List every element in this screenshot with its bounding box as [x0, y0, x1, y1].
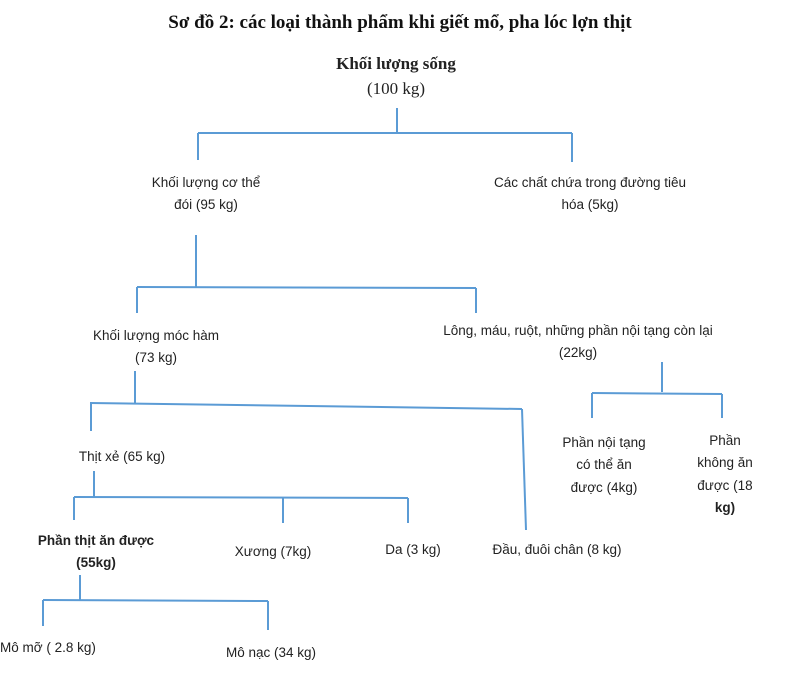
node-edible-meat: Phần thịt ăn được (55kg) — [38, 530, 154, 575]
body-weight-line2: đói (95 kg) — [174, 197, 238, 213]
edible-meat-line2: (55kg) — [76, 555, 116, 571]
hook-weight-line1: Khối lượng móc hàm — [93, 328, 219, 343]
connectors-hook — [89, 371, 527, 531]
carcass-label: Thịt xẻ (65 kg) — [78, 449, 166, 464]
digestive-line1: Các chất chứa trong đường tiêu — [493, 175, 687, 190]
node-hook-weight: Khối lượng móc hàm (73 kg) — [93, 325, 219, 370]
connectors-carcass — [73, 471, 409, 523]
hook-weight-line2: (73 kg) — [134, 350, 178, 366]
byproducts-line2: (22kg) — [558, 345, 598, 361]
line-byproducts-bar — [591, 392, 723, 395]
line-hook-bar — [89, 402, 523, 410]
body-weight-line1: Khối lượng cơ thể — [151, 175, 261, 190]
connectors-byproducts — [591, 362, 723, 418]
edible-organs-line3: được (4kg) — [570, 479, 638, 495]
bone-label: Xương (7kg) — [234, 544, 312, 559]
connectors-root — [197, 108, 573, 162]
inedible-organs-line4: kg) — [714, 499, 736, 515]
skin-label: Da (3 kg) — [385, 542, 441, 557]
edible-organs-line1: Phần nội tạng — [562, 435, 646, 450]
head-tail-feet-label: Đầu, đuôi chân (8 kg) — [492, 542, 622, 557]
node-fat-tissue: Mô mỡ ( 2.8 kg) — [0, 637, 96, 659]
line-edible-meat-bar — [42, 599, 269, 602]
edible-meat-line1: Phần thịt ăn được — [37, 533, 155, 548]
node-byproducts: Lông, máu, ruột, những phần nội tạng còn… — [443, 320, 712, 365]
inedible-organs-line2: không ăn — [697, 455, 753, 471]
lean-tissue-label: Mô nạc (34 kg) — [225, 645, 317, 660]
inedible-organs-line3: được (18 — [697, 477, 753, 493]
node-inedible-organs: Phần không ăn được (18 kg) — [697, 430, 753, 519]
line-carcass-bar — [73, 496, 409, 499]
connectors-edible-meat — [42, 575, 269, 630]
node-carcass: Thịt xẻ (65 kg) — [79, 446, 165, 468]
byproducts-line1: Lông, máu, ruột, những phần nội tạng còn… — [443, 323, 713, 338]
node-bone: Xương (7kg) — [235, 541, 311, 563]
node-lean-tissue: Mô nạc (34 kg) — [226, 642, 316, 664]
node-body-weight: Khối lượng cơ thể đói (95 kg) — [152, 172, 261, 217]
live-weight-label: Khối lượng sống — [336, 54, 456, 73]
node-head-tail-feet: Đầu, đuôi chân (8 kg) — [492, 539, 621, 561]
node-skin: Da (3 kg) — [385, 539, 441, 561]
live-weight-value: (100 kg) — [366, 78, 426, 98]
node-digestive-contents: Các chất chứa trong đường tiêu hóa (5kg) — [494, 172, 686, 217]
line-to-head-tail — [521, 408, 527, 531]
fat-tissue-label: Mô mỡ ( 2.8 kg) — [0, 640, 96, 655]
node-live-weight: Khối lượng sống (100 kg) — [336, 52, 456, 101]
edible-organs-line2: có thể ăn — [576, 457, 632, 473]
inedible-organs-line1: Phần — [709, 433, 741, 448]
line-body-bar — [136, 286, 477, 289]
node-edible-organs: Phần nội tạng có thể ăn được (4kg) — [562, 432, 645, 499]
connectors-body — [136, 235, 477, 313]
diagram-title: Sơ đồ 2: các loại thành phẩm khi giết mổ… — [168, 12, 632, 33]
digestive-line2: hóa (5kg) — [561, 197, 619, 213]
